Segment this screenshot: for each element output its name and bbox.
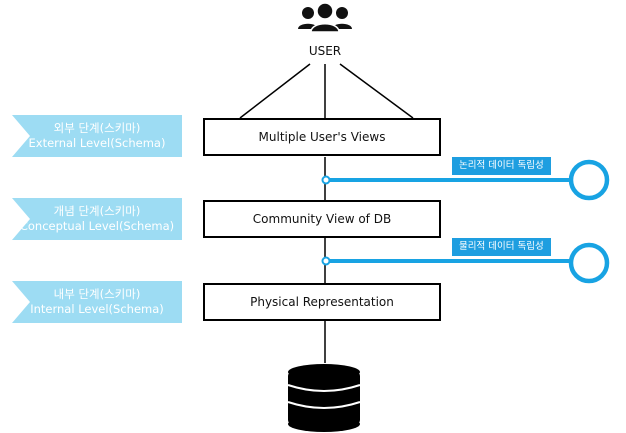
internal-level-tag: 내부 단계(스키마) Internal Level(Schema) (12, 281, 182, 323)
users-icon (298, 2, 352, 33)
conceptual-view-box: Community View of DB (203, 200, 441, 238)
logical-independence-connector (321, 159, 610, 201)
physical-independence-connector (321, 242, 610, 284)
external-view-box: Multiple User's Views (203, 118, 441, 156)
conceptual-level-korean: 개념 단계(스키마) (53, 204, 141, 218)
external-level-korean: 외부 단계(스키마) (53, 121, 141, 135)
external-level-tag: 외부 단계(스키마) External Level(Schema) (12, 115, 182, 157)
conceptual-level-english: Conceptual Level(Schema) (19, 219, 175, 233)
physical-independence-label: 물리적 데이터 독립성 (452, 238, 551, 256)
logical-independence-label: 논리적 데이터 독립성 (452, 157, 551, 175)
external-level-english: External Level(Schema) (28, 136, 166, 150)
user-connector-lines (239, 63, 414, 119)
conceptual-level-tag: 개념 단계(스키마) Conceptual Level(Schema) (12, 198, 182, 240)
physical-view-box: Physical Representation (203, 283, 441, 321)
database-icon (287, 364, 361, 432)
user-label: USER (308, 44, 342, 58)
internal-level-korean: 내부 단계(스키마) (53, 287, 141, 301)
internal-level-english: Internal Level(Schema) (30, 302, 164, 316)
